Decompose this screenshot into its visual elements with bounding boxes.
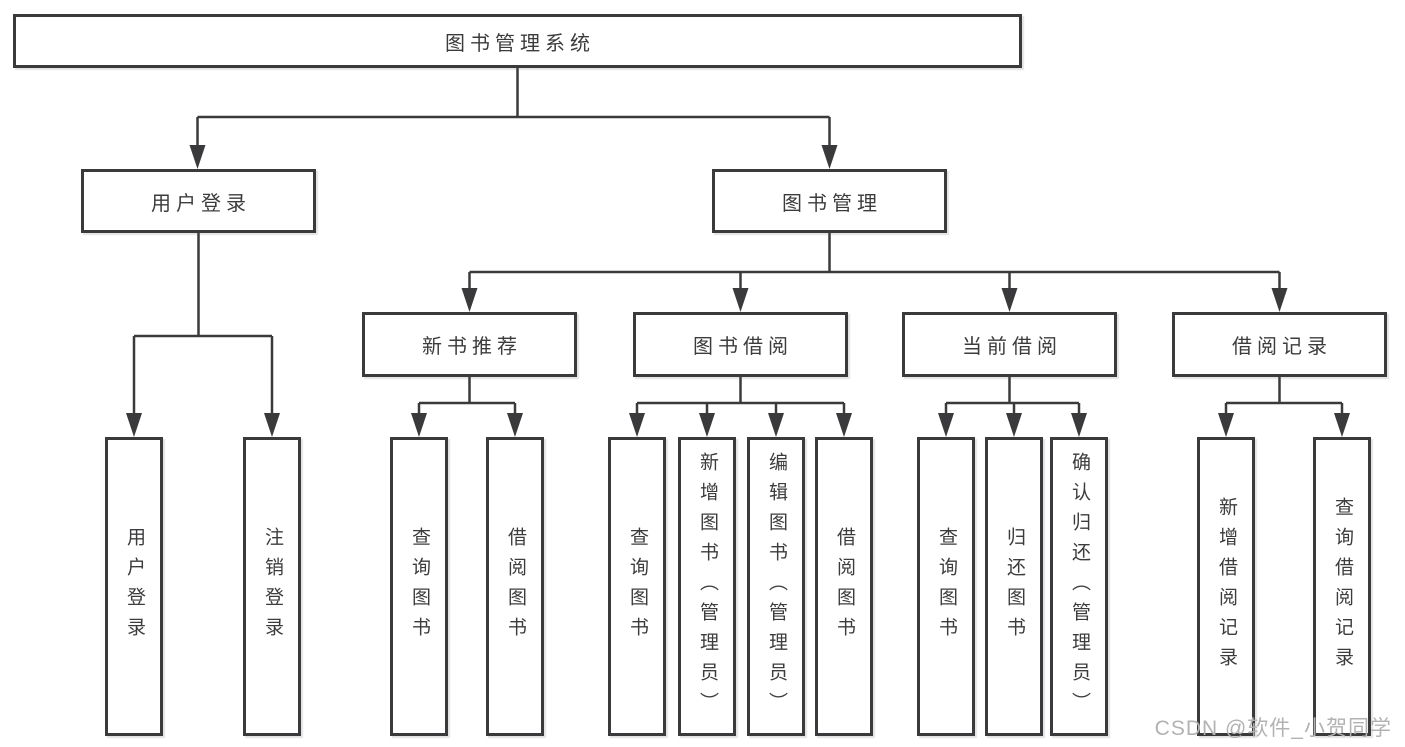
leaf-confirm-return-admin: 确认归还（管理员）: [1050, 437, 1108, 736]
leaf-query-books-borrowing: 查询图书: [608, 437, 666, 736]
leaf-query-borrow-record: 查询借阅记录: [1313, 437, 1371, 736]
leaf-add-borrow-record: 新增借阅记录: [1197, 437, 1255, 736]
leaf-edit-books-admin: 编辑图书（管理员）: [747, 437, 805, 736]
node-library-system: 图书管理系统: [13, 14, 1022, 68]
leaf-borrow-books-borrowing: 借阅图书: [815, 437, 873, 736]
node-book-management: 图书管理: [712, 169, 947, 233]
leaf-query-books-current: 查询图书: [917, 437, 975, 736]
node-borrowing-records: 借阅记录: [1172, 312, 1387, 377]
node-book-borrowing: 图书借阅: [633, 312, 848, 377]
leaf-borrow-books-recommend: 借阅图书: [486, 437, 544, 736]
arrowheads: [126, 145, 1350, 437]
leaf-return-books: 归还图书: [985, 437, 1043, 736]
watermark: CSDN @软件_小贺同学: [1154, 717, 1392, 740]
leaf-query-books-recommend: 查询图书: [390, 437, 448, 736]
node-new-book-recommend: 新书推荐: [362, 312, 577, 377]
leaf-add-books-admin: 新增图书（管理员）: [678, 437, 736, 736]
leaf-user-login: 用户登录: [105, 437, 163, 736]
leaf-logout: 注销登录: [243, 437, 301, 736]
node-current-borrowing: 当前借阅: [902, 312, 1117, 377]
node-user-login: 用户登录: [81, 169, 316, 233]
